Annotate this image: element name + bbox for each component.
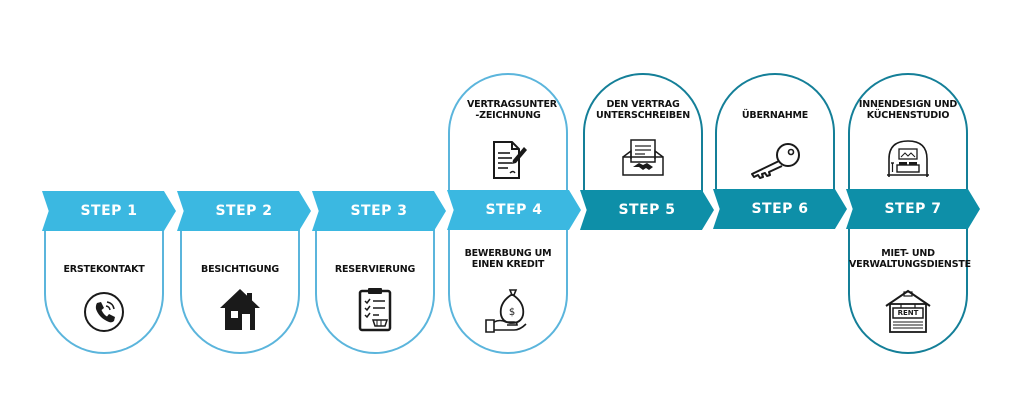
step-4-top-title: VERTRAGSUNTER -ZEICHNUNG — [467, 99, 557, 121]
step-1-title: ERSTEKONTAKT — [63, 264, 145, 275]
step-6-banner: STEP 6 — [713, 189, 847, 229]
step-4-bottom-title: BEWERBUNG UM EINEN KREDIT — [464, 248, 552, 270]
contract-handshake-icon — [619, 137, 667, 183]
step-2-title: BESICHTIGUNG — [201, 264, 279, 275]
step-7-top-card: INNENDESIGN UND KÜCHENSTUDIO — [848, 73, 968, 193]
step-2-banner: STEP 2 — [177, 191, 311, 231]
svg-text:$: $ — [509, 307, 515, 318]
interior-design-icon — [885, 137, 931, 183]
step-1-card: ERSTEKONTAKT — [44, 228, 164, 354]
step-3-card: RESERVIERUNG — [315, 228, 435, 354]
step-6-top-card: ÜBERNAHME — [715, 73, 835, 193]
house-icon — [218, 286, 262, 336]
step-3-title: RESERVIERUNG — [334, 264, 416, 275]
key-icon — [746, 141, 804, 183]
step-4-bottom-card: BEWERBUNG UM EINEN KREDIT $ — [448, 228, 568, 354]
money-bag-hand-icon: $ — [484, 286, 532, 338]
step-2-card: BESICHTIGUNG — [180, 228, 300, 354]
document-pen-icon — [488, 139, 528, 185]
step-7-banner: STEP 7 — [846, 189, 980, 229]
step-6-top-title: ÜBERNAHME — [741, 110, 809, 121]
step-7-top-title: INNENDESIGN UND KÜCHENSTUDIO — [858, 99, 958, 121]
rent-sign-icon: RENT — [883, 288, 933, 338]
step-5-top-title: DEN VERTRAG UNTERSCHREIBEN — [596, 99, 690, 121]
step-4-banner: STEP 4 — [447, 190, 581, 230]
clipboard-checklist-icon — [355, 286, 395, 336]
phone-icon — [82, 290, 126, 338]
step-1-banner: STEP 1 — [42, 191, 176, 231]
step-5-top-card: DEN VERTRAG UNTERSCHREIBEN — [583, 73, 703, 193]
rent-sign-text: RENT — [897, 309, 919, 317]
step-5-banner: STEP 5 — [580, 190, 714, 230]
step-4-top-card: VERTRAGSUNTER -ZEICHNUNG — [448, 73, 568, 193]
step-3-banner: STEP 3 — [312, 191, 446, 231]
step-7-bottom-title: MIET- UND VERWALTUNGSDIENSTE — [849, 248, 971, 270]
step-7-bottom-card: MIET- UND VERWALTUNGSDIENSTE RENT — [848, 228, 971, 354]
